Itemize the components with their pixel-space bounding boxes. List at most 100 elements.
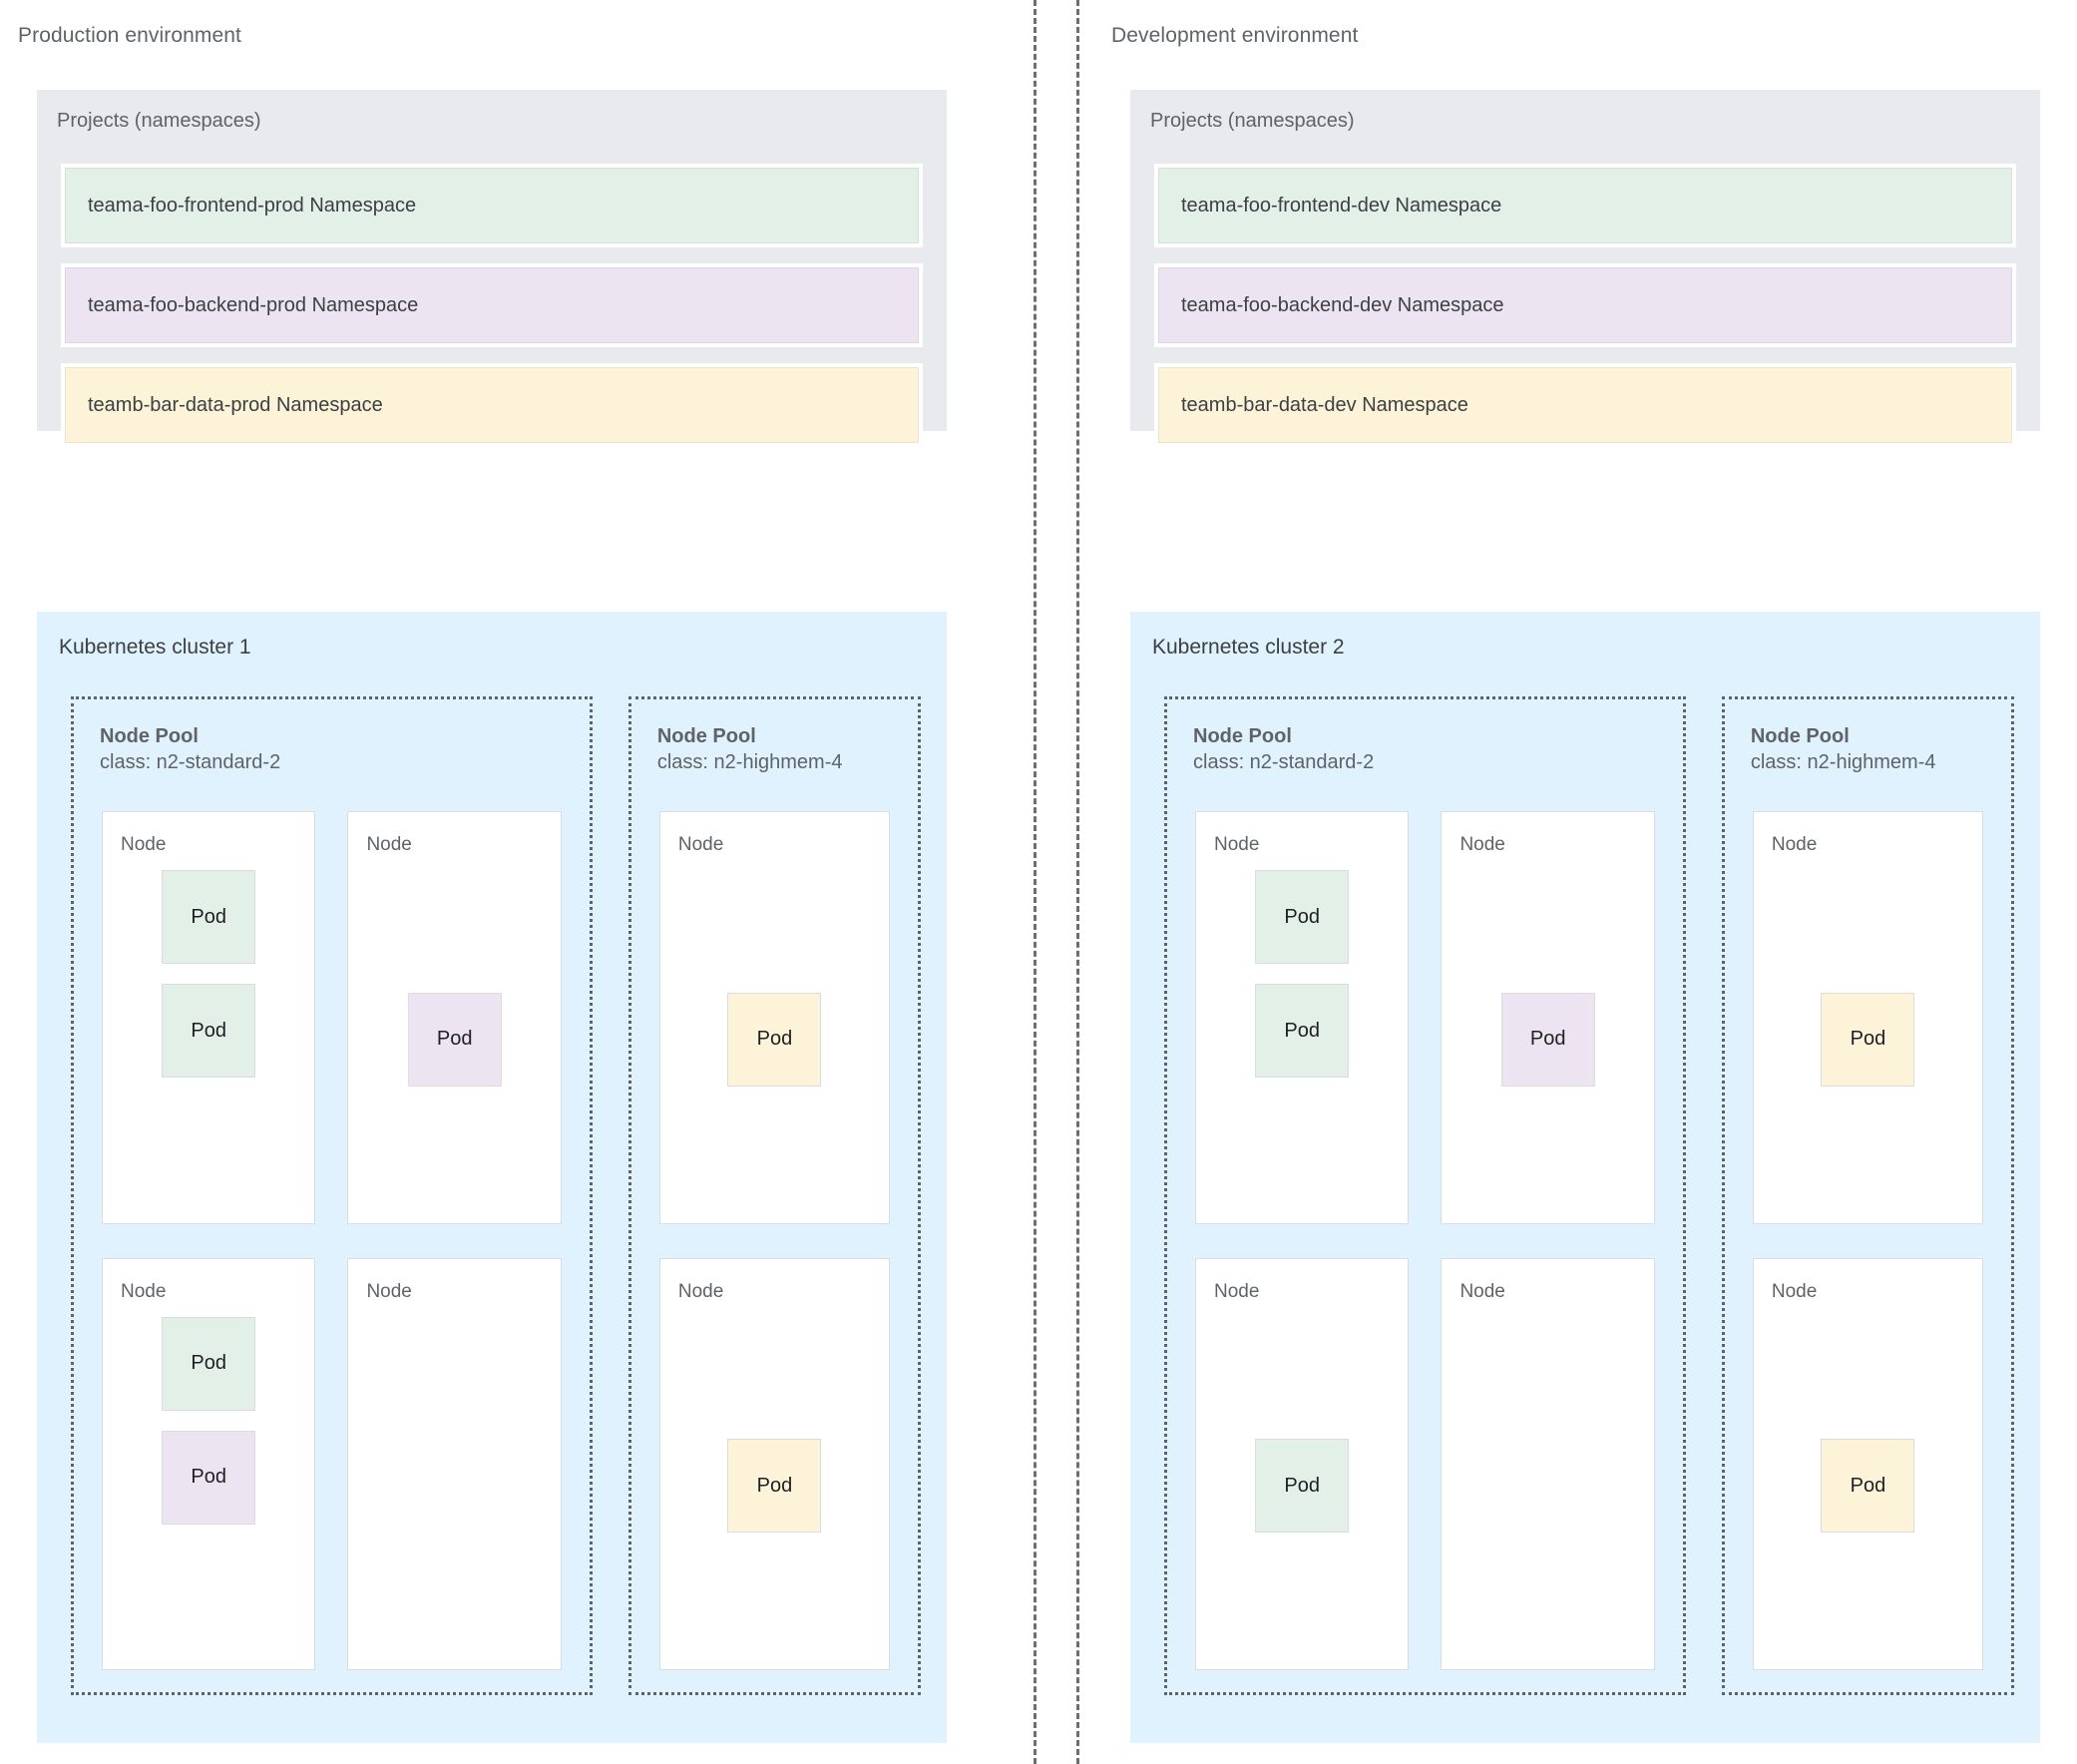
pod-area	[348, 1303, 560, 1670]
pod-area	[1442, 1303, 1653, 1670]
namespace-label: teamb-bar-data-dev Namespace	[1181, 393, 1468, 416]
namespace-list: teama-foo-frontend-dev Namespace teama-fo…	[1158, 168, 2012, 467]
node-pool-class: class: n2-highmem-4	[656, 751, 843, 774]
namespace-label: teama-foo-backend-prod Namespace	[88, 293, 419, 316]
pod-box[interactable]: Pod	[1821, 992, 1915, 1087]
namespace-label: teamb-bar-data-prod Namespace	[88, 393, 383, 416]
pod-area: Pod	[1196, 1303, 1408, 1670]
pod-area: Pod	[660, 856, 889, 1223]
node-label: Node	[366, 1280, 412, 1302]
node-pool-header: Node Pool class: n2-standard-2	[100, 723, 280, 776]
kubernetes-cluster-panel: Kubernetes cluster 2 Node Pool class: n2-s…	[1130, 612, 2040, 1743]
pod-box[interactable]: Pod	[1255, 1439, 1350, 1534]
environment-divider-line-right	[1076, 0, 1079, 1764]
pod-box[interactable]: Pod	[162, 1430, 256, 1525]
namespace-item[interactable]: teamb-bar-data-prod Namespace	[65, 367, 919, 443]
node-pool-header: Node Pool class: n2-highmem-4	[657, 723, 843, 776]
namespace-label: teama-foo-backend-dev Namespace	[1181, 293, 1504, 316]
namespace-item[interactable]: teama-foo-frontend-dev Namespace	[1158, 168, 2012, 243]
pod-box[interactable]: Pod	[1500, 992, 1595, 1087]
pod-box[interactable]: Pod	[1255, 984, 1350, 1078]
node-label: Node	[1771, 1280, 1818, 1302]
node-label: Node	[1459, 1280, 1505, 1302]
node-label: Node	[677, 834, 724, 855]
node-label: Node	[366, 834, 412, 855]
pod-area: Pod	[1442, 856, 1653, 1223]
namespace-item[interactable]: teamb-bar-data-dev Namespace	[1158, 367, 2012, 443]
environment-divider-line-left	[1034, 0, 1037, 1764]
pod-area: Pod	[1754, 1303, 1982, 1670]
node-pool-header: Node Pool class: n2-standard-2	[1193, 723, 1374, 776]
environment-title: Development environment	[1111, 24, 1359, 47]
node-box[interactable]: Node	[347, 1257, 562, 1670]
pod-box[interactable]: Pod	[162, 984, 256, 1078]
projects-panel-title: Projects (namespaces)	[1150, 110, 1355, 132]
pod-box[interactable]: Pod	[727, 992, 822, 1087]
namespace-item[interactable]: teama-foo-frontend-prod Namespace	[65, 168, 919, 243]
environment-title: Production environment	[18, 24, 241, 47]
node-label: Node	[677, 1280, 724, 1302]
projects-panel: Projects (namespaces) teama-foo-frontend-…	[37, 90, 947, 443]
pod-box[interactable]: Pod	[407, 992, 502, 1087]
projects-panel-title: Projects (namespaces)	[57, 110, 261, 132]
pod-area: Pod	[1754, 856, 1982, 1223]
node-pool-name: Node Pool	[100, 725, 199, 747]
node-pool-class: class: n2-standard-2	[100, 751, 281, 774]
pod-box[interactable]: Pod	[727, 1439, 822, 1534]
projects-panel: Projects (namespaces) teama-foo-frontend-…	[1130, 90, 2040, 443]
pod-box[interactable]: Pod	[1255, 870, 1350, 964]
node-label: Node	[1214, 1280, 1260, 1302]
node-pool-name: Node Pool	[1750, 725, 1850, 747]
pod-area: Pod	[660, 1303, 889, 1670]
namespace-item[interactable]: teama-foo-backend-prod Namespace	[65, 267, 919, 343]
cluster-title: Kubernetes cluster 2	[1152, 636, 1345, 659]
node-box[interactable]: Node	[1441, 1257, 1655, 1670]
pod-box[interactable]: Pod	[162, 870, 256, 964]
pod-box[interactable]: Pod	[162, 1316, 256, 1411]
node-pool-name: Node Pool	[656, 725, 756, 747]
node-label: Node	[1214, 834, 1260, 855]
node-pool-class: class: n2-standard-2	[1193, 751, 1375, 774]
pod-box[interactable]: Pod	[1821, 1439, 1915, 1534]
node-pool-name: Node Pool	[1193, 725, 1292, 747]
namespace-label: teama-foo-frontend-prod Namespace	[88, 194, 417, 217]
node-pool-header: Node Pool class: n2-highmem-4	[1751, 723, 1936, 776]
node-label: Node	[121, 834, 167, 855]
pod-area: Pod	[348, 856, 560, 1223]
node-label: Node	[121, 1280, 167, 1302]
namespace-label: teama-foo-frontend-dev Namespace	[1181, 194, 1502, 217]
namespace-item[interactable]: teama-foo-backend-dev Namespace	[1158, 267, 2012, 343]
node-pool-class: class: n2-highmem-4	[1750, 751, 1936, 774]
